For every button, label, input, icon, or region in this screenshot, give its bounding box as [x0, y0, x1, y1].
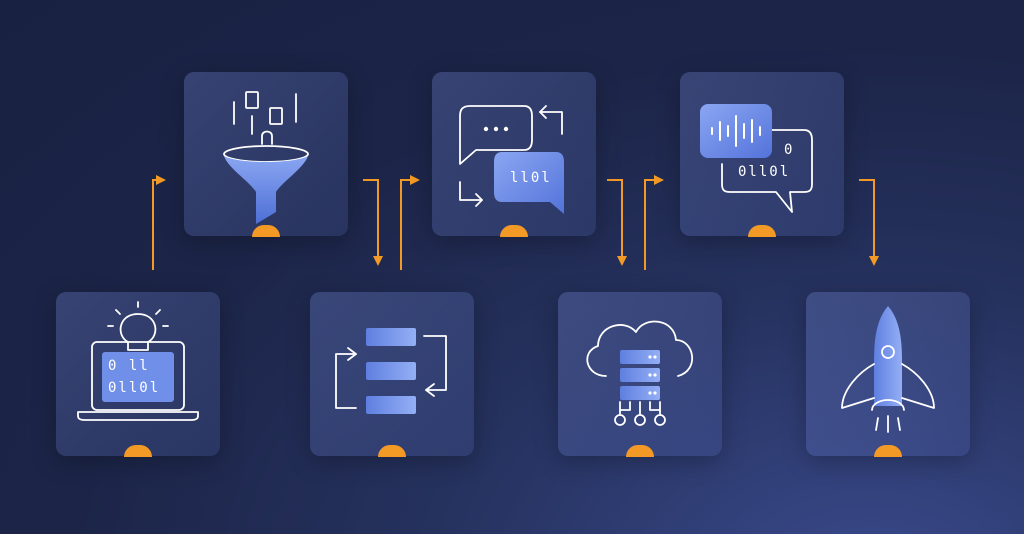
step-card-process — [310, 292, 474, 457]
chat-bubbles-icon: ll0l — [459, 105, 564, 214]
connector-1-to-2 — [152, 175, 166, 270]
stack-cycle-icon — [335, 328, 447, 414]
step-notch — [378, 445, 406, 457]
voice-digits-bottom: 0ll0l — [738, 164, 790, 180]
laptop-digits-top: 0 ll — [108, 358, 150, 374]
step-card-launch — [806, 292, 970, 457]
step-notch — [626, 445, 654, 457]
step-notch — [748, 225, 776, 237]
cloud-server-icon — [586, 320, 694, 426]
step-card-cloud — [558, 292, 722, 457]
connector-3-to-4 — [400, 175, 420, 270]
step-card-voice: 0 0ll0l — [680, 72, 844, 237]
voice-digits-top: 0 — [784, 142, 794, 158]
connector-5-to-6 — [644, 175, 664, 270]
step-notch — [500, 225, 528, 237]
step-card-filter — [184, 72, 348, 237]
step-notch — [124, 445, 152, 457]
step-notch — [252, 225, 280, 237]
step-notch — [874, 445, 902, 457]
data-funnel-icon — [223, 91, 309, 224]
step-card-idea: 0 ll 0ll0l — [56, 292, 220, 457]
connector-2-to-3 — [363, 179, 383, 266]
chat-digits: ll0l — [510, 170, 552, 186]
voice-chat-icon: 0 0ll0l — [700, 104, 813, 213]
connector-4-to-5 — [607, 179, 627, 266]
connector-6-to-7 — [859, 179, 879, 266]
rocket-icon — [841, 306, 935, 433]
step-card-chat: ll0l — [432, 72, 596, 237]
laptop-digits-bottom: 0ll0l — [108, 380, 160, 396]
laptop-lightbulb-icon: 0 ll 0ll0l — [77, 301, 199, 421]
